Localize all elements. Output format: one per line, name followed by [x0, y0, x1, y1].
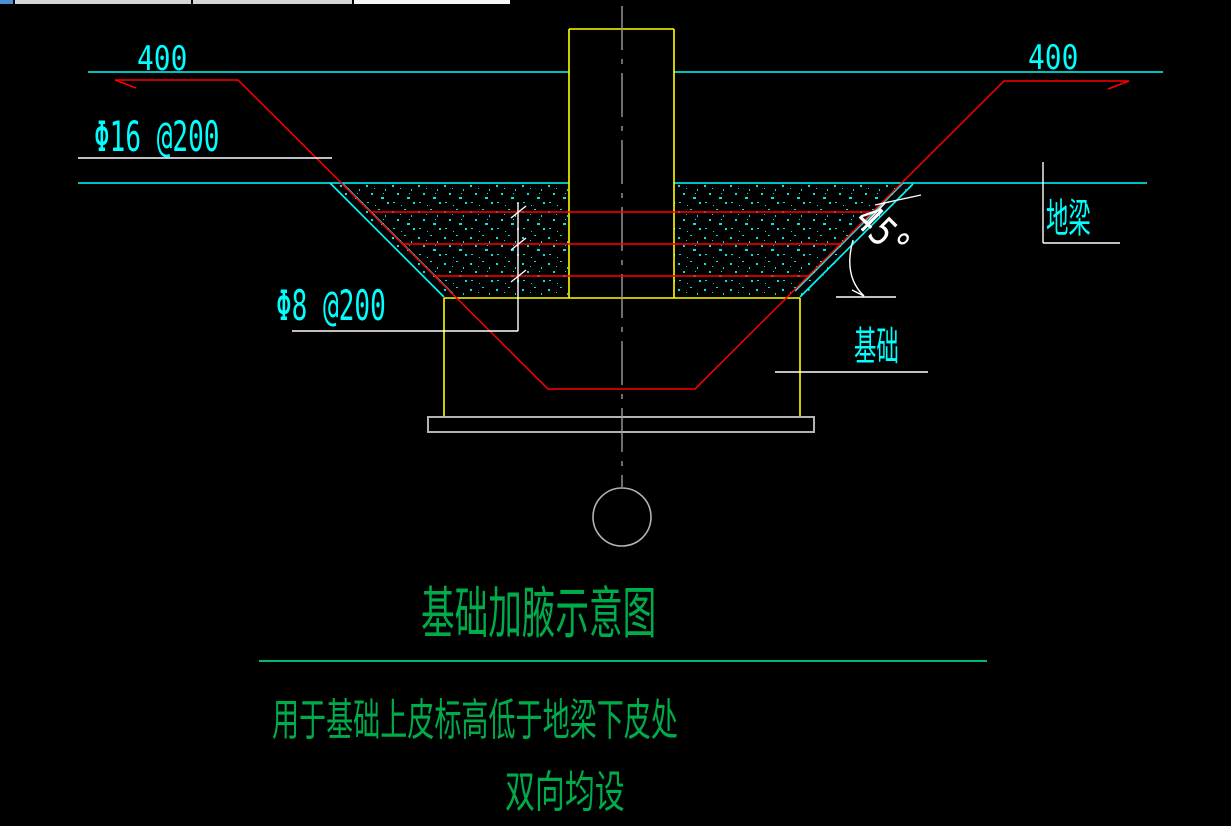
foundation-pad — [427, 416, 815, 433]
note-line-1: 用于基础上皮标高低于地梁下皮处 — [272, 695, 678, 746]
title-underline — [259, 660, 987, 662]
haunch-rebar-callout: Φ8 @200 — [276, 281, 386, 330]
dimension-400-right: 400 — [1028, 38, 1079, 78]
top-rebar-callout: Φ16 @200 — [94, 112, 220, 161]
tab-sliver-3[interactable] — [354, 0, 510, 4]
active-tab-sliver[interactable] — [0, 0, 13, 4]
axis-bubble — [592, 487, 652, 547]
ground-beam-label: 地梁 — [1046, 196, 1091, 242]
angle-dimension — [836, 194, 922, 298]
browser-tab-strip — [0, 0, 1231, 4]
foundation-label: 基础 — [854, 324, 899, 370]
leader-lines — [78, 157, 1120, 373]
ground-and-beam-lines — [78, 71, 1163, 298]
rebar-lines — [370, 211, 872, 277]
dimension-400-left: 400 — [137, 39, 188, 79]
tab-sliver-2[interactable] — [193, 0, 352, 4]
drawing-title: 基础加腋示意图 — [421, 582, 657, 647]
tab-sliver-1[interactable] — [15, 0, 191, 4]
excavation-outline — [114, 79, 1130, 390]
note-line-2: 双向均设 — [505, 767, 625, 818]
